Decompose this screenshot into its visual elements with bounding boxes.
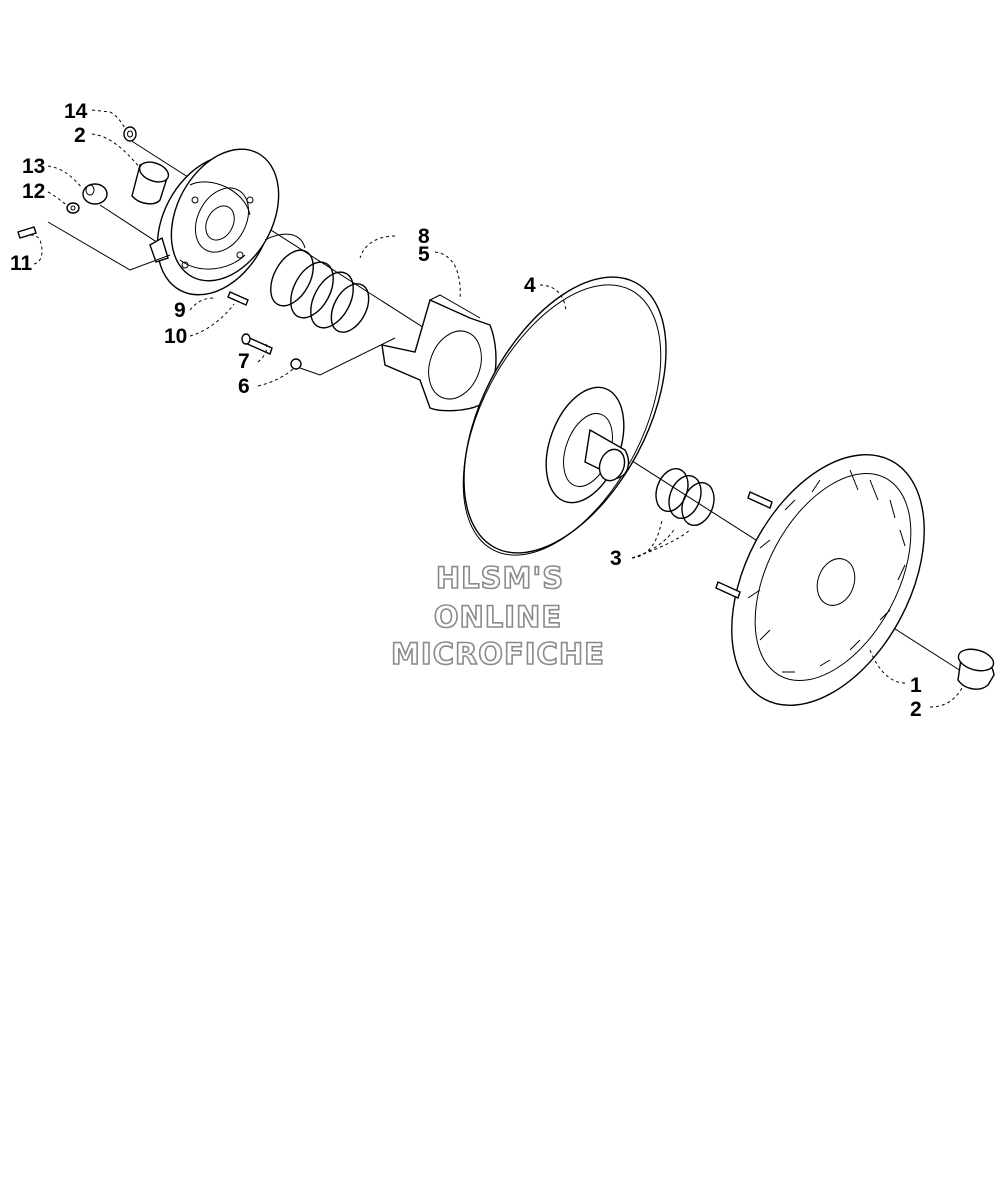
callout-2-lower: 2 <box>910 698 922 721</box>
callout-9: 9 <box>174 299 186 322</box>
part-9-key <box>227 291 249 306</box>
part-2-bushing-upper <box>131 161 170 205</box>
part-2-bushing-lower <box>957 648 995 690</box>
part-3-washers <box>655 467 715 527</box>
callout-10: 10 <box>164 325 187 348</box>
part-6-nut <box>290 358 302 370</box>
watermark: HLSM'S ONLINE MICROFICHE <box>390 560 605 672</box>
callout-14: 14 <box>64 100 88 123</box>
callout-12: 12 <box>22 180 45 203</box>
callout-4: 4 <box>524 274 536 297</box>
callout-labels: 14 2 13 12 11 9 10 8 5 4 7 6 3 1 2 <box>10 100 922 721</box>
callout-8: 8 <box>418 225 430 248</box>
part-8-spring <box>264 233 370 333</box>
part-13-roller <box>82 183 108 205</box>
watermark-line-1: HLSM'S <box>436 561 564 595</box>
part-11-pin <box>17 226 37 239</box>
leader-lines <box>29 109 963 708</box>
part-14-nut <box>123 126 137 142</box>
watermark-line-3: MICROFICHE <box>391 637 605 671</box>
part-12-washer <box>66 202 80 214</box>
callout-5: 5 <box>418 243 430 266</box>
callout-3: 3 <box>610 547 622 570</box>
callout-2-upper: 2 <box>74 124 86 147</box>
callout-11: 11 <box>10 252 33 275</box>
part-1-fixed-sheave <box>715 454 925 706</box>
callout-7: 7 <box>238 350 250 373</box>
callout-1: 1 <box>910 674 922 697</box>
part-4-moveable-sheave <box>462 276 667 556</box>
part-7-bolt <box>241 333 273 355</box>
spider-plate <box>149 148 280 296</box>
callout-6: 6 <box>238 375 250 398</box>
callout-13: 13 <box>22 155 45 178</box>
watermark-line-2: ONLINE <box>434 600 562 634</box>
